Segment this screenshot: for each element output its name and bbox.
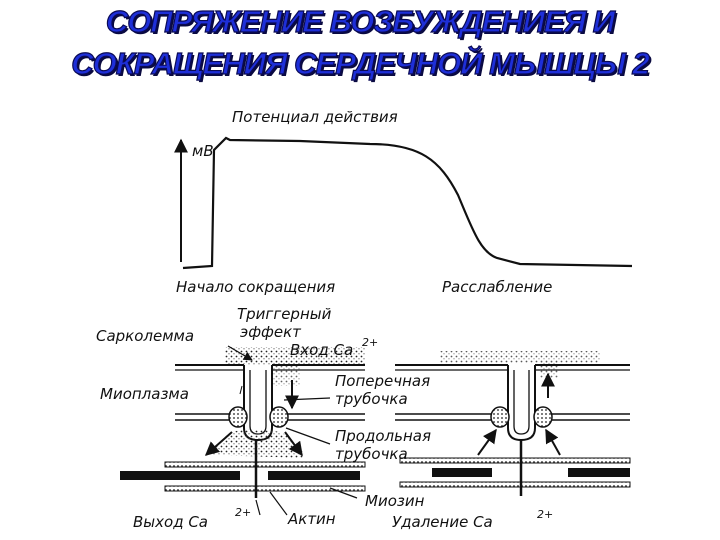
label-myoplasm: Миоплазма (100, 385, 189, 403)
ca-removal-arrow (546, 430, 560, 455)
label-relaxation: Расслабление (442, 278, 552, 296)
label-ca-removal: Удаление Са (392, 513, 493, 531)
y-axis-unit: мВ (192, 142, 214, 160)
terminal-cisterna (534, 407, 552, 427)
label-myosin: Миозин (365, 492, 425, 510)
terminal-cisterna (229, 407, 247, 427)
myosin-filament (432, 468, 492, 477)
ca-removal-arrow (478, 430, 496, 455)
label-l-tubule-2: трубочка (335, 445, 408, 463)
label-ca-entry-charge: 2+ (362, 336, 378, 349)
t-tubule-right (508, 365, 535, 440)
label-l-tubule-1: Продольная (335, 427, 431, 445)
label-ca-exit: Выход Са (133, 513, 208, 531)
calcium-extracellular-right (440, 351, 600, 363)
action-potential-graph: Потенциал действия мВ Начало сокращения … (176, 108, 632, 296)
label-trigger-2: эффект (240, 323, 302, 341)
label-contraction-start: Начало сокращения (176, 278, 335, 296)
label-ca-exit-charge: 2+ (235, 506, 251, 519)
label-t-tubule-1: Поперечная (335, 372, 430, 390)
actin-filament (400, 482, 630, 487)
action-potential-curve (183, 138, 632, 268)
terminal-cisterna (270, 407, 288, 427)
t-tubule-left (244, 365, 272, 440)
label-sarcolemma: Сарколемма (96, 327, 194, 345)
myosin-filament (120, 471, 240, 480)
label-actin: Актин (287, 510, 336, 528)
label-t-tubule-2: трубочка (335, 390, 408, 408)
actin-filament (400, 458, 630, 463)
label-ca-entry: Вход Са (290, 341, 353, 359)
terminal-cisterna (491, 407, 509, 427)
graph-caption: Потенциал действия (232, 108, 398, 126)
label-ca-removal-charge: 2+ (537, 508, 553, 521)
myosin-filament (568, 468, 630, 477)
calcium-release-cloud (210, 429, 305, 458)
label-trigger-1: Триггерный (237, 305, 332, 323)
myosin-filament (268, 471, 360, 480)
